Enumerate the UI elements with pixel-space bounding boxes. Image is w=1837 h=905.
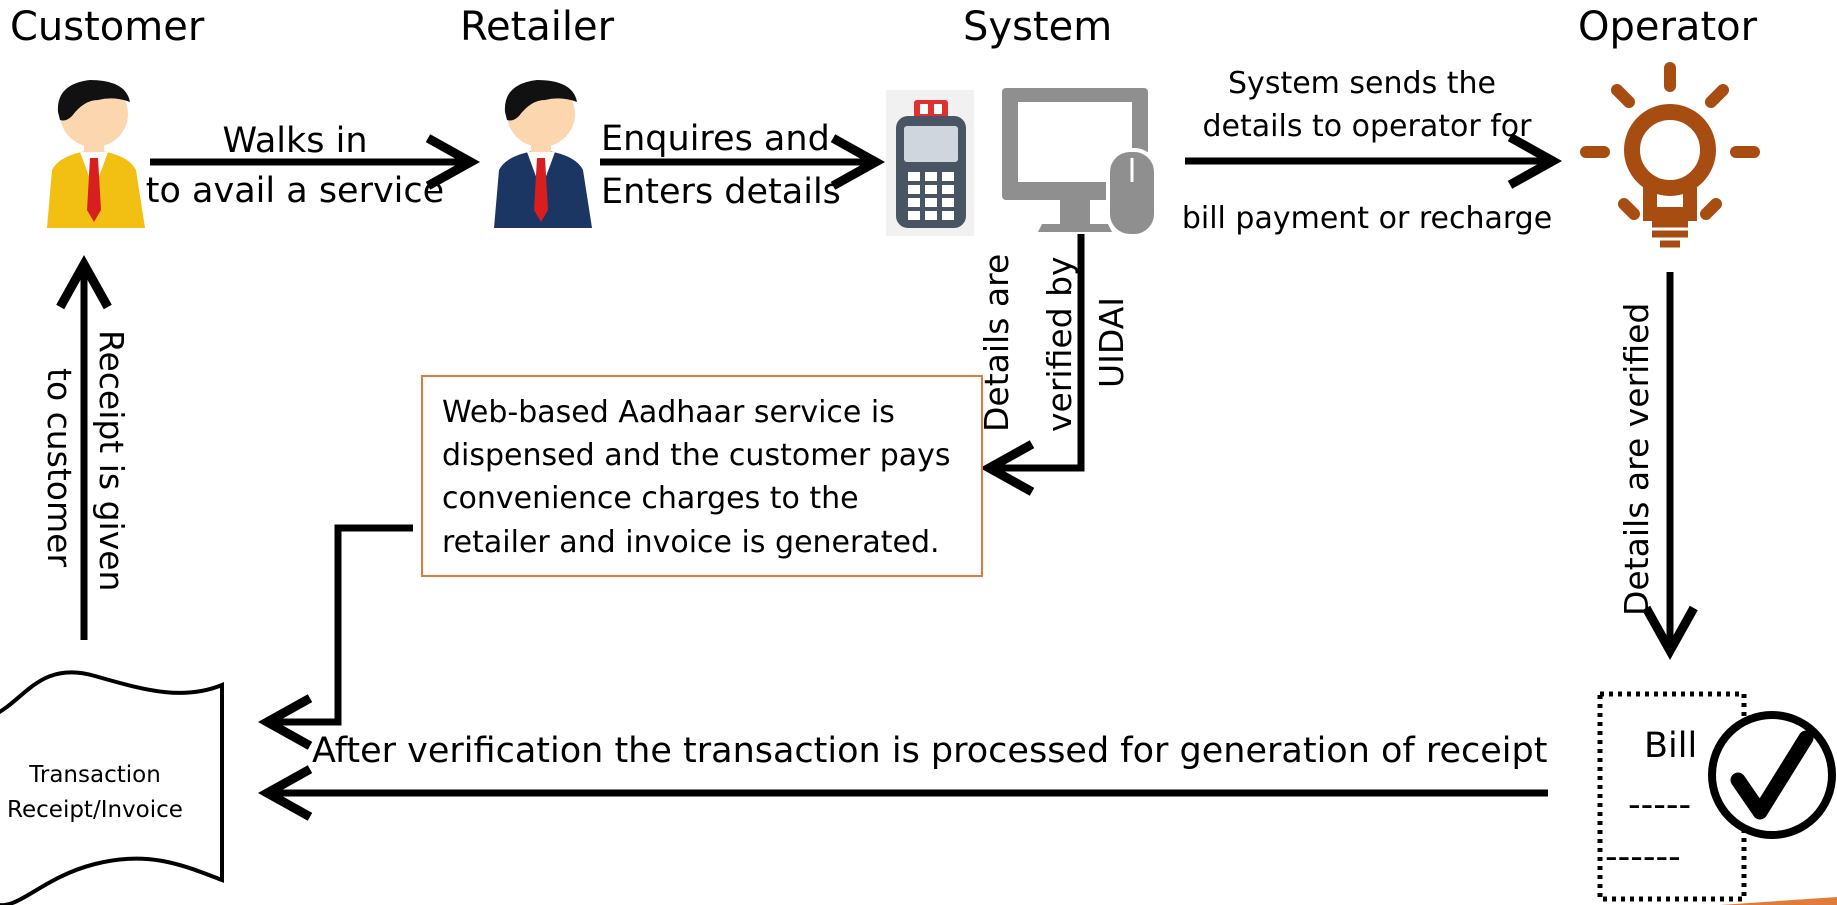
document-line-2: Receipt/Invoice	[7, 797, 183, 823]
pos-device-icon	[886, 90, 974, 236]
svg-text:verified by: verified by	[1040, 256, 1079, 432]
retailer-person-icon	[494, 80, 592, 228]
processed-label: After verification the transaction is pr…	[312, 731, 1547, 771]
svg-text:UIDAI: UIDAI	[1092, 297, 1131, 388]
document-line-1: Transaction	[28, 762, 161, 788]
service-box: Web-based Aadhaar service is dispensed a…	[421, 375, 983, 577]
customer-heading: Customer	[10, 4, 205, 50]
enquires-label: Enquires and	[601, 119, 830, 159]
computer-monitor-icon	[1002, 88, 1158, 238]
bill-payment-label: bill payment or recharge	[1182, 201, 1552, 236]
svg-text:Details are verified: Details are verified	[1617, 303, 1656, 616]
svg-text:to customer: to customer	[40, 368, 79, 567]
receipt-given-label: Receipt is given	[92, 330, 131, 591]
details-verified-label: Details are verified	[1617, 303, 1656, 616]
service-box-line-4: retailer and invoice is generated.	[442, 525, 940, 560]
service-box-line-1: Web-based Aadhaar service is	[442, 395, 895, 430]
uidai-label: UIDAI	[1092, 297, 1131, 388]
system-heading: System	[963, 4, 1112, 50]
bill-title: Bill	[1644, 726, 1697, 766]
svg-text:Receipt is given: Receipt is given	[92, 330, 131, 591]
operator-heading: Operator	[1578, 4, 1758, 50]
enters-details-label: Enters details	[601, 172, 841, 212]
corner-accent	[1720, 897, 1837, 905]
avail-service-label: to avail a service	[146, 171, 444, 211]
checkmark-icon	[1708, 711, 1836, 839]
svg-text:Details are: Details are	[977, 254, 1016, 432]
service-box-line-3: convenience charges to the	[442, 481, 859, 516]
walks-in-label: Walks in	[222, 121, 367, 161]
invoice-arrow	[257, 524, 413, 750]
to-customer-label: to customer	[40, 368, 79, 567]
customer-person-icon	[47, 80, 145, 228]
service-box-line-2: dispensed and the customer pays	[442, 438, 951, 473]
operator-bulb-icon	[1580, 62, 1760, 248]
uidai-verification-arrow	[979, 234, 1085, 496]
uidai-verified-by-label: verified by	[1040, 256, 1079, 432]
retailer-heading: Retailer	[460, 4, 615, 50]
system-sends-label: System sends the	[1228, 66, 1496, 101]
uidai-verified-label: Details are	[977, 254, 1016, 432]
details-to-operator-label: details to operator for	[1203, 109, 1533, 144]
bill-line-2: ------	[1605, 837, 1681, 877]
bill-line-1: -----	[1628, 785, 1691, 825]
receipt-document-shape: Transaction Receipt/Invoice	[0, 670, 224, 905]
